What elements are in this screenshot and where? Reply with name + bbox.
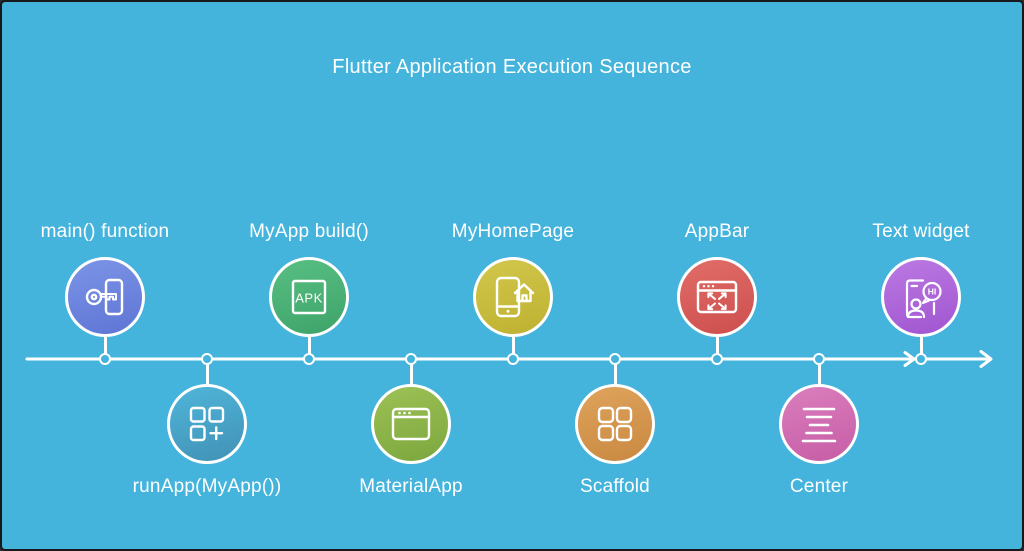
myapp-build-bubble: APK: [269, 257, 349, 337]
appbar-bubble: [677, 257, 757, 337]
node-label-text-widget: Text widget: [872, 221, 970, 242]
text-widget-bubble: HI: [881, 257, 961, 337]
center-align-lines-icon: [801, 407, 837, 443]
node-label-runapp: runApp(MyApp()): [132, 476, 282, 497]
node-label-myhomepage: MyHomePage: [451, 221, 575, 242]
apk-badge-icon: APK: [291, 279, 327, 315]
key-door-icon: [85, 278, 124, 316]
phone-home-icon: [495, 276, 535, 318]
myhomepage-bubble: [473, 257, 553, 337]
node-label-appbar: AppBar: [684, 221, 750, 242]
mid-arrowhead-icon: [903, 351, 916, 367]
phone-chat-hi-icon: HI: [905, 279, 942, 319]
apk-text: APK: [295, 291, 323, 306]
scaffold-bubble: [575, 384, 655, 464]
browser-window-icon: [391, 407, 431, 441]
add-apps-icon: [189, 406, 225, 442]
end-arrowhead-icon: [979, 350, 993, 368]
main-function-bubble: [65, 257, 145, 337]
diagram-title: Flutter Application Execution Sequence: [332, 56, 692, 78]
materialapp-bubble: [371, 384, 451, 464]
center-bubble: [779, 384, 859, 464]
node-label-materialapp: MaterialApp: [359, 476, 463, 497]
hi-text: HI: [928, 287, 937, 297]
runapp-bubble: [167, 384, 247, 464]
node-label-main-function: main() function: [40, 221, 170, 242]
node-label-myapp-build: MyApp build(): [249, 221, 369, 242]
node-label-scaffold: Scaffold: [580, 476, 650, 497]
node-label-center: Center: [789, 476, 849, 497]
grid-icon: [597, 406, 633, 442]
window-expand-icon: [696, 280, 738, 314]
timeline-axis: [25, 350, 993, 368]
